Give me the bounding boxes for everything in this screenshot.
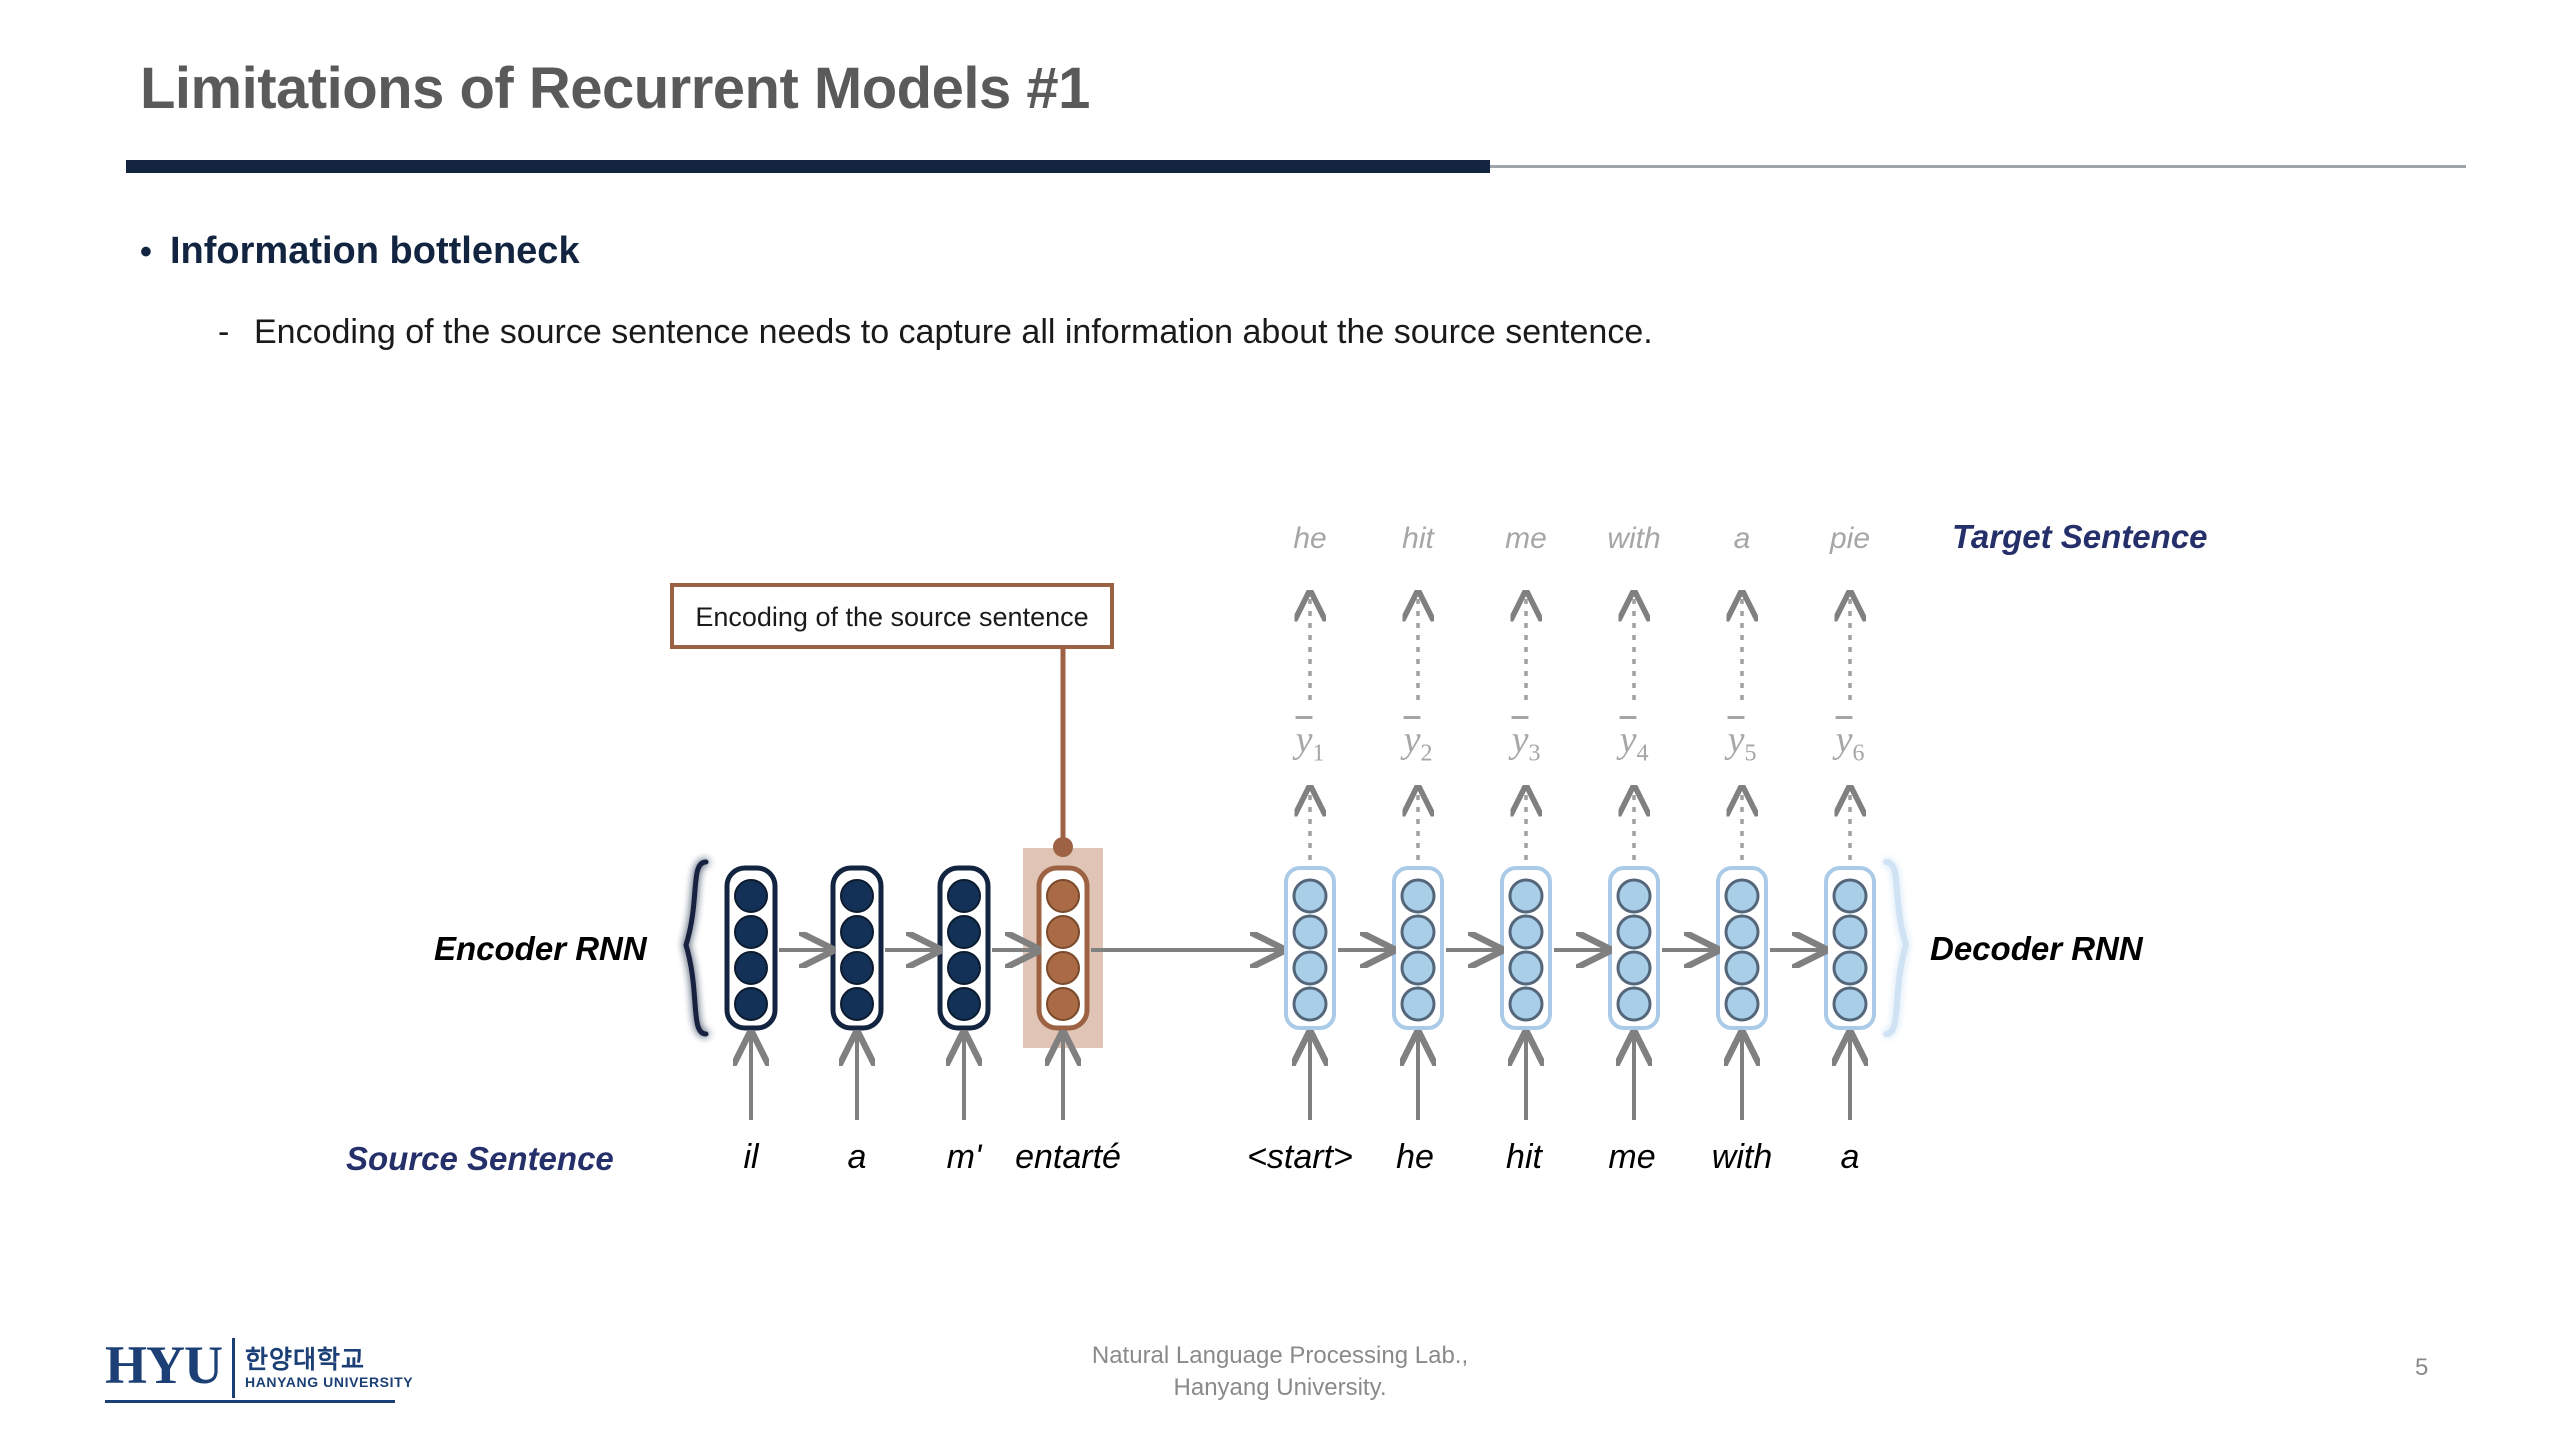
footer-line-2: Hanyang University.	[1173, 1374, 1387, 1402]
prediction-1: y1	[1295, 719, 1325, 767]
logo-korean-name: 한양대학교	[245, 1345, 366, 1374]
encoder-cell-1	[724, 865, 778, 1031]
prediction-5: y5	[1727, 719, 1757, 767]
decoder-input-word-4: me	[1608, 1138, 1656, 1176]
encoder-cell-4-encoding	[1036, 865, 1090, 1031]
decoder-cell-6	[1824, 866, 1876, 1030]
callout-label: Encoding of the source sentence	[695, 602, 1089, 632]
target-sentence-label: Target Sentence	[1952, 518, 2208, 555]
logo-hyu-text: HYU	[105, 1335, 223, 1395]
encoder-cell-2	[830, 865, 884, 1031]
prediction-2: y2	[1403, 719, 1433, 767]
bullet-level2: -Encoding of the source sentence needs t…	[218, 313, 1653, 352]
footer-text: Natural Language Processing Lab., Hanyan…	[1092, 1340, 1468, 1405]
source-sentence-label: Source Sentence	[346, 1140, 614, 1177]
prediction-3: y3	[1511, 719, 1541, 767]
logo-english-name: HANYANG UNIVERSITY	[245, 1373, 414, 1390]
prediction-4: y4	[1619, 719, 1649, 767]
hyu-logo: HYU 한양대학교 HANYANG UNIVERSITY	[105, 1336, 413, 1400]
target-word-6: pie	[1829, 522, 1871, 555]
decoder-brace	[1883, 859, 1910, 1037]
decoder-cell-4	[1608, 866, 1660, 1030]
page-number: 5	[2415, 1354, 2429, 1381]
title-rule-light	[1490, 165, 2466, 168]
target-word-1: he	[1293, 522, 1327, 555]
footer-line-1: Natural Language Processing Lab.,	[1091, 1342, 1469, 1369]
prediction-6: y6	[1835, 719, 1865, 767]
target-word-4: with	[1607, 522, 1661, 555]
encoder-input-word-2: a	[847, 1138, 867, 1176]
title-rule-dark	[126, 160, 1490, 173]
target-word-3: me	[1505, 522, 1547, 555]
decoder-input-word-3: hit	[1506, 1138, 1542, 1176]
target-word-5: a	[1733, 522, 1751, 555]
decoder-cell-1	[1284, 866, 1336, 1030]
decoder-input-word-1: <start>	[1247, 1138, 1353, 1176]
page-title: Limitations of Recurrent Models #1	[140, 56, 1090, 121]
encoder-rnn-label: Encoder RNN	[434, 930, 647, 967]
decoder-cell-3	[1500, 866, 1552, 1030]
decoder-input-word-5: with	[1711, 1138, 1773, 1176]
logo-underline	[105, 1400, 395, 1403]
encoding-highlight-band	[1023, 848, 1103, 1048]
callout-connector-dot	[1053, 837, 1073, 857]
logo-divider	[232, 1338, 235, 1398]
logo-korean-block: 한양대학교 HANYANG UNIVERSITY	[245, 1336, 413, 1400]
encoder-cell-3	[937, 865, 991, 1031]
decoder-cell-2	[1392, 866, 1444, 1030]
decoder-input-word-6: a	[1840, 1138, 1860, 1176]
decoder-cell-5	[1716, 866, 1768, 1030]
encoder-input-word-3: m'	[946, 1138, 982, 1176]
encoder-brace	[683, 859, 709, 1037]
bullet-level1: • Information bottleneck	[140, 230, 580, 273]
bullet-marker-icon: •	[140, 233, 152, 271]
dash-marker-icon: -	[218, 313, 230, 351]
bullet-level2-label: Encoding of the source sentence needs to…	[254, 313, 1653, 351]
bullet-level1-label: Information bottleneck	[170, 230, 580, 272]
decoder-input-word-2: he	[1396, 1138, 1434, 1176]
encoder-input-word-1: il	[743, 1138, 759, 1176]
target-word-2: hit	[1402, 522, 1434, 555]
decoder-rnn-label: Decoder RNN	[1930, 930, 2143, 967]
encoder-input-word-4: entarté	[1015, 1138, 1121, 1176]
